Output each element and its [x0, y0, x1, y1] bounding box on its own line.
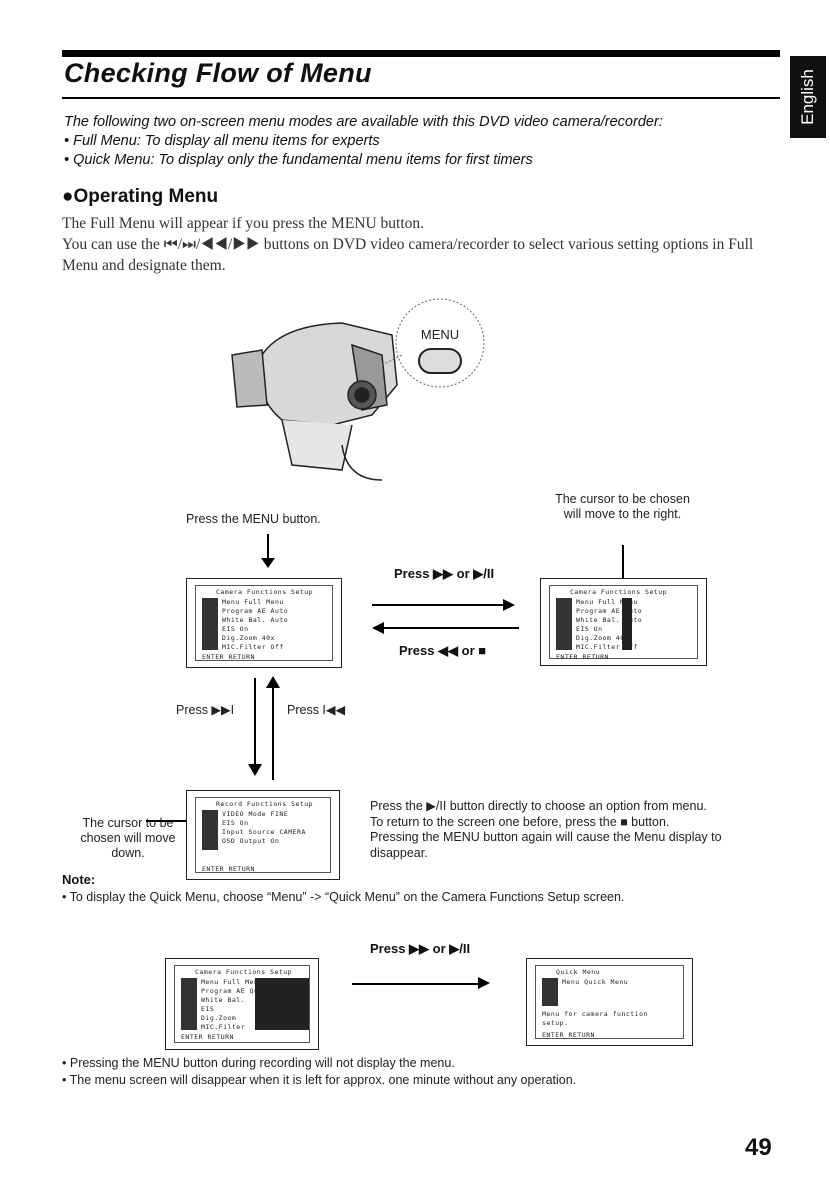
note-line: • To display the Quick Menu, choose “Men…: [62, 890, 625, 904]
camera-setup-title: Camera Functions Setup: [216, 588, 314, 596]
note-right-arrow: [352, 983, 482, 985]
language-tab: English: [790, 56, 826, 138]
menu-icon-column: [556, 598, 572, 650]
note-right-arrowhead: [478, 977, 490, 989]
explanation-line-1: Press the ▶/II button directly to choose…: [370, 799, 707, 813]
page-number: 49: [745, 1134, 772, 1161]
menu-row: Dig.Zoom 40x: [576, 634, 629, 642]
menu-row: OSD Output On: [222, 837, 280, 845]
menu-icon-column: [181, 978, 197, 1030]
bottom-note-1: • Pressing the MENU button during record…: [62, 1056, 455, 1070]
menu-row: EIS On: [222, 625, 249, 633]
section-paragraph: The Full Menu will appear if you press t…: [62, 213, 782, 276]
menu-row: White Bal. Auto: [576, 616, 643, 624]
title-underline: [62, 97, 780, 99]
down-arrow-1: [267, 534, 269, 562]
menu-row: Program AE Auto: [576, 607, 643, 615]
menu-row: Program AE Auto: [222, 607, 289, 615]
camera-setup-title: Camera Functions Setup: [570, 588, 668, 596]
menu-icon-column: [542, 978, 558, 1006]
explanation-line-3: Pressing the MENU button again will caus…: [370, 830, 722, 860]
menu-row: MIC.Filter Off: [576, 643, 638, 651]
screen-footer: ENTER RETURN: [542, 1031, 595, 1039]
left-arrowhead: [372, 622, 384, 634]
intro-bullet-quick: • Quick Menu: To display only the fundam…: [64, 152, 533, 168]
press-rew-label: Press ◀◀ or ■: [399, 643, 487, 658]
up-arrowhead: [266, 676, 280, 688]
menu-description: Menu for camera function: [542, 1010, 648, 1018]
menu-button-label: MENU: [421, 327, 459, 342]
quick-menu-title: Quick Menu: [556, 968, 601, 976]
menu-row: Menu Full Menu: [576, 598, 638, 606]
explanation-line-2: To return to the screen one before, pres…: [370, 814, 670, 829]
quick-select-title: Camera Functions Setup: [195, 968, 293, 976]
screen-footer: ENTER RETURN: [202, 653, 255, 661]
cursor-highlight: [622, 598, 632, 650]
note-press-ff-label: Press ▶▶ or ▶/II: [370, 941, 471, 956]
options-highlight: [255, 978, 309, 1030]
intro-bullet-full: • Full Menu: To display all menu items f…: [64, 133, 380, 149]
down-arrowhead-2: [248, 764, 262, 776]
explanation-block: Press the ▶/II button directly to choose…: [370, 799, 780, 861]
intro-line: The following two on-screen menu modes a…: [64, 114, 663, 130]
down-arrow-2: [254, 678, 256, 768]
menu-row: Program AE Quick Menu: [201, 987, 294, 995]
quick-select-screen: Camera Functions Setup Menu Full Menu Pr…: [165, 958, 319, 1050]
section-para-1: The Full Menu will appear if you press t…: [62, 215, 425, 232]
menu-row: Menu Full Menu: [222, 598, 284, 606]
menu-description: setup.: [542, 1019, 569, 1027]
menu-button: [418, 348, 462, 374]
menu-row: EIS On: [576, 625, 603, 633]
press-prev-label: Press I◀◀: [287, 703, 346, 717]
quick-menu-screen: Quick Menu Menu Quick Menu Menu for came…: [526, 958, 693, 1046]
page-title: Checking Flow of Menu: [64, 58, 372, 88]
record-setup-title: Record Functions Setup: [216, 800, 314, 808]
menu-row: Dig.Zoom: [201, 1014, 237, 1022]
up-arrow: [272, 688, 274, 780]
menu-row: MIC.Filter Off: [222, 643, 284, 651]
menu-row: White Bal.: [201, 996, 246, 1004]
press-ff-label: Press ▶▶ or ▶/II: [394, 566, 495, 581]
record-setup-screen: Record Functions Setup VIDEO Mode FINE E…: [186, 790, 340, 880]
menu-row: EIS: [201, 1005, 215, 1013]
language-tab-label: English: [798, 69, 818, 125]
cursor-right-label: The cursor to be chosen will move to the…: [555, 492, 690, 521]
menu-row: Input Source CAMERA: [222, 828, 306, 836]
down-arrowhead-1: [261, 558, 275, 568]
press-next-label: Press ▶▶I: [176, 703, 235, 717]
menu-row: VIDEO Mode FINE: [222, 810, 289, 818]
top-rule: [62, 50, 780, 57]
section-para-2: You can use the ⏮/⏭/◀◀/▶▶ buttons on DVD…: [62, 236, 754, 274]
right-arrowhead: [503, 599, 515, 611]
section-heading: ●Operating Menu: [62, 186, 219, 207]
menu-row: Menu Quick Menu: [562, 978, 629, 986]
cursor-right-pointer: [622, 545, 624, 605]
menu-icon-column: [202, 810, 218, 850]
screen-footer: ENTER RETURN: [556, 653, 609, 661]
camera-illustration: MENU: [231, 298, 485, 481]
menu-row: Dig.Zoom 40x: [222, 634, 275, 642]
bottom-note-2: • The menu screen will disappear when it…: [62, 1073, 577, 1087]
screen-footer: ENTER RETURN: [202, 865, 255, 873]
right-arrow: [372, 604, 507, 606]
bottom-notes: • Pressing the MENU button during record…: [62, 1055, 782, 1089]
menu-row: MIC.Filter: [201, 1023, 246, 1031]
note-label: Note:: [62, 872, 96, 887]
screen-footer: ENTER RETURN: [181, 1033, 234, 1041]
menu-row: White Bal. Auto: [222, 616, 289, 624]
camera-setup-screen-right: Camera Functions Setup Menu Full Menu Pr…: [540, 578, 707, 666]
menu-row: EIS On: [222, 819, 249, 827]
menu-row: Menu Full Menu: [201, 978, 263, 986]
intro-block: The following two on-screen menu modes a…: [64, 113, 780, 170]
camera-setup-screen: Camera Functions Setup Menu Full Menu Pr…: [186, 578, 342, 668]
left-arrow: [384, 627, 519, 629]
cursor-down-pointer: [146, 820, 186, 822]
cursor-down-label: The cursor to be chosen will move down.: [80, 816, 176, 860]
press-menu-label: Press the MENU button.: [186, 512, 321, 526]
menu-icon-column: [202, 598, 218, 650]
